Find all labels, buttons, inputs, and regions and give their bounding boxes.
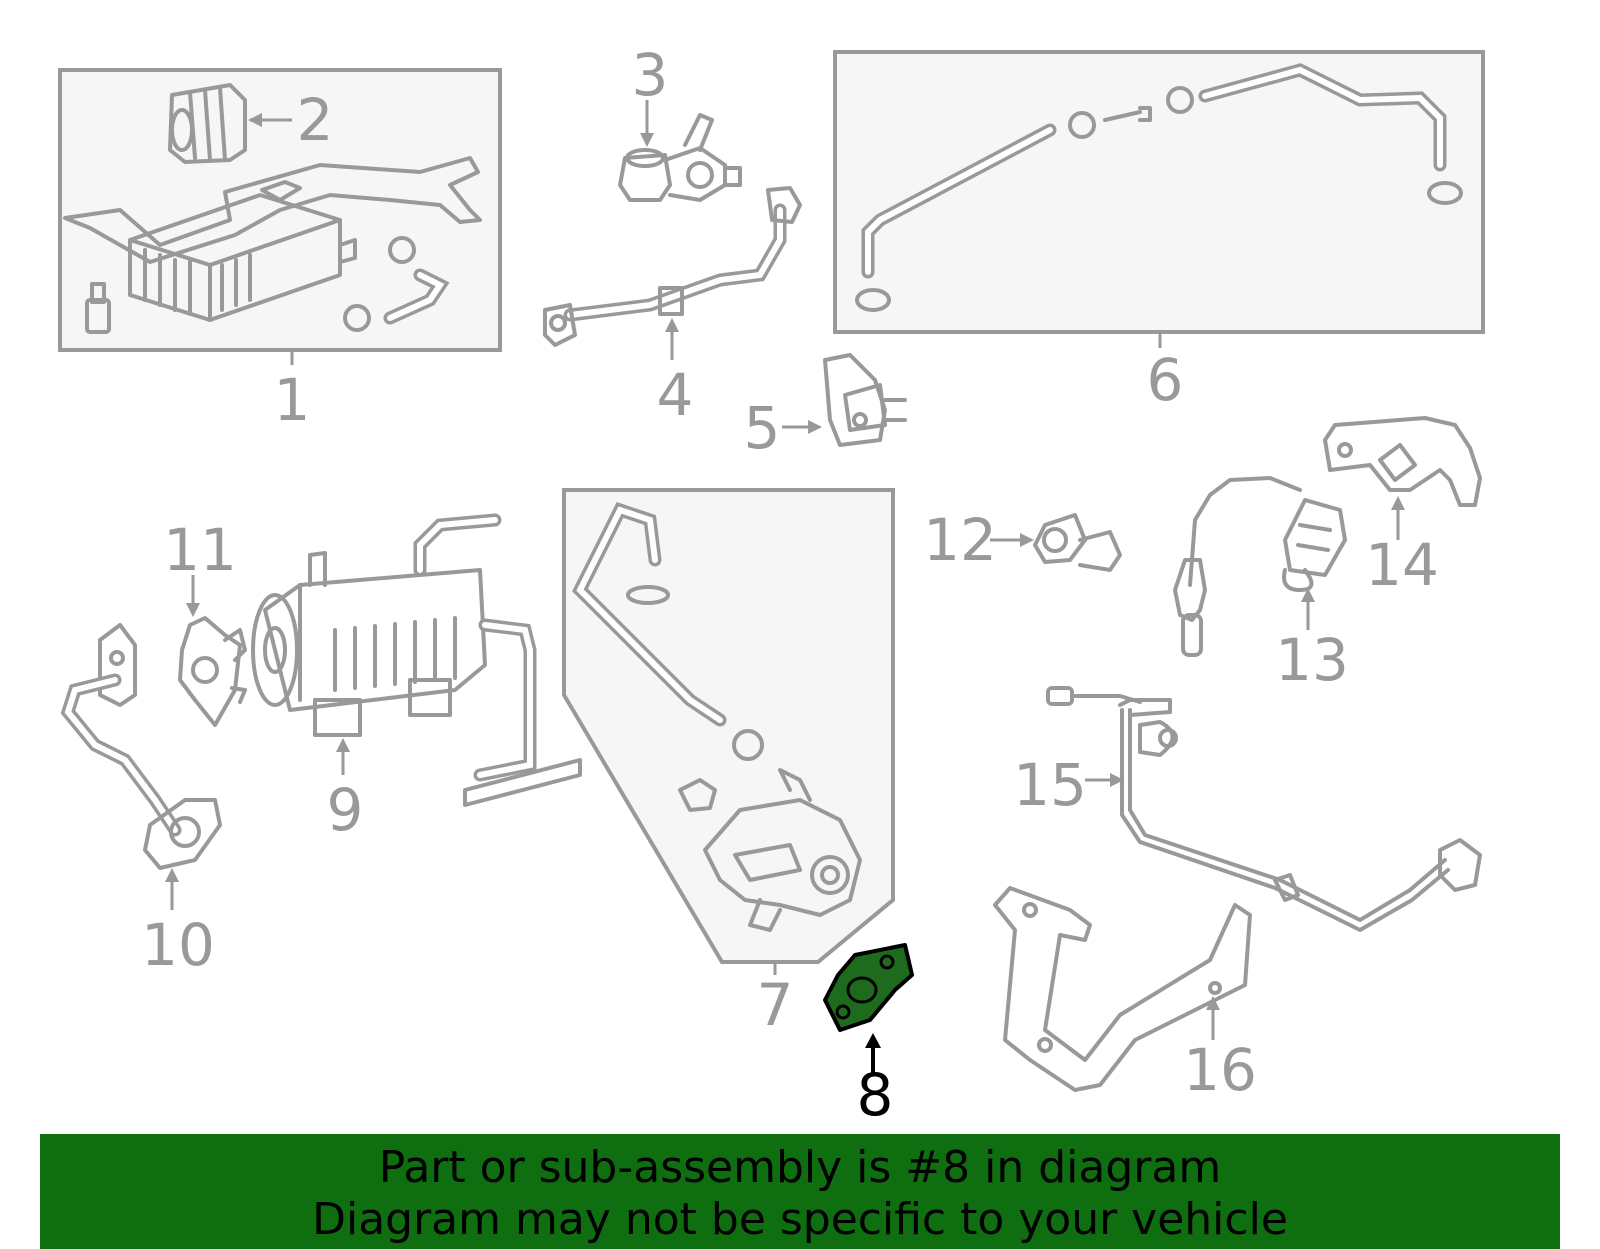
part-8-gasket[interactable] bbox=[823, 943, 914, 1032]
part-3-valve[interactable] bbox=[618, 113, 742, 202]
callout-15: 15 bbox=[1013, 751, 1087, 819]
part-15-sensor-harness[interactable] bbox=[1046, 686, 1482, 932]
part-1-canister-assembly[interactable] bbox=[58, 68, 502, 365]
callout-1: 1 bbox=[274, 366, 311, 434]
callout-12: 12 bbox=[923, 506, 997, 574]
part-16-bracket[interactable] bbox=[993, 886, 1252, 1092]
part-14-bracket[interactable] bbox=[1323, 416, 1482, 507]
part-12-sensor[interactable] bbox=[1033, 513, 1122, 572]
callout-6: 6 bbox=[1147, 346, 1184, 414]
callout-3: 3 bbox=[632, 41, 669, 109]
part-9-egr-cooler[interactable] bbox=[251, 513, 582, 807]
banner-line-2: Diagram may not be specific to your vehi… bbox=[312, 1194, 1288, 1245]
info-banner: Part or sub-assembly is #8 in diagram Di… bbox=[40, 1134, 1560, 1249]
part-11-gasket[interactable] bbox=[178, 616, 247, 727]
part-7-egr-valve-assembly[interactable] bbox=[562, 488, 895, 975]
part-13-oxygen-sensor[interactable] bbox=[1173, 476, 1347, 657]
callout-16: 16 bbox=[1183, 1036, 1257, 1104]
part-5-switching-valve[interactable] bbox=[823, 353, 907, 447]
callout-2: 2 bbox=[297, 86, 334, 154]
callout-5: 5 bbox=[744, 394, 781, 462]
callout-4: 4 bbox=[657, 361, 694, 429]
callout-8: 8 bbox=[857, 1061, 894, 1129]
callout-9: 9 bbox=[327, 776, 364, 844]
callout-14: 14 bbox=[1365, 531, 1439, 599]
banner-line-1: Part or sub-assembly is #8 in diagram bbox=[378, 1142, 1222, 1193]
callout-7: 7 bbox=[757, 971, 794, 1039]
callout-10: 10 bbox=[141, 911, 215, 979]
callout-13: 13 bbox=[1275, 626, 1349, 694]
part-10-pipe[interactable] bbox=[60, 623, 222, 870]
callout-11: 11 bbox=[163, 516, 237, 584]
part-4-pipe[interactable] bbox=[543, 186, 802, 347]
part-6-hose-assembly[interactable] bbox=[833, 50, 1485, 348]
